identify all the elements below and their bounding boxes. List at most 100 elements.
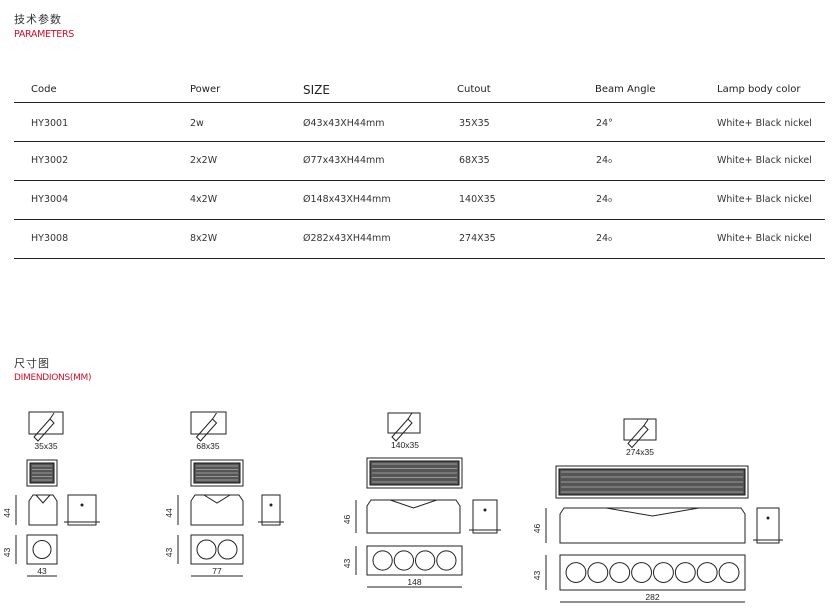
cell-code: HY3004 (31, 194, 69, 205)
height-label: 44 (2, 508, 12, 518)
side-view-screw (269, 503, 273, 507)
top-view-frame (555, 465, 749, 499)
cutout-label: 68x35 (196, 441, 219, 451)
cell-beam-angle: 24° (596, 118, 613, 129)
front-view (366, 499, 461, 534)
header-beam-angle: Beam Angle (595, 84, 656, 95)
bottom-view (366, 545, 463, 576)
depth-label: 43 (164, 548, 174, 558)
width-label: 148 (407, 577, 421, 587)
cell-power: 4x2W (190, 194, 218, 205)
cell-power: 2w (190, 118, 204, 129)
width-label: 77 (212, 566, 222, 576)
cutout-outline (28, 411, 64, 435)
header-size: SIZE (303, 83, 330, 97)
cutout-outline (190, 411, 227, 435)
bottom-view (559, 554, 746, 591)
parameters-title-en: PARAMETERS (14, 29, 74, 40)
lamp-lens (32, 540, 52, 559)
lamp-lens (631, 562, 652, 583)
dimensions-title-en: DIMENDIONS(MM) (14, 373, 92, 383)
height-label: 46 (342, 515, 352, 525)
lamp-lens (217, 539, 238, 560)
table-divider (14, 141, 825, 143)
cell-cutout: 35X35 (459, 118, 490, 129)
cell-code: HY3002 (31, 155, 69, 166)
lamp-lens (436, 550, 457, 571)
cell-lamp-body-color: White+ Black nickel (717, 194, 812, 205)
width-label: 43 (37, 566, 47, 576)
front-view (559, 507, 746, 544)
table-divider (14, 258, 825, 260)
cell-size: Ø77x43XH44mm (303, 155, 385, 166)
cell-beam-angle: 24₀ (596, 194, 612, 205)
cell-size: Ø282x43XH44mm (303, 233, 391, 244)
mounting-clip-icon (391, 412, 413, 442)
side-view-screw (80, 503, 84, 507)
cell-lamp-body-color: White+ Black nickel (717, 233, 812, 244)
cell-lamp-body-color: White+ Black nickel (717, 118, 812, 129)
parameters-title-cn: 技术参数 (14, 13, 62, 26)
mounting-clip-icon (33, 412, 55, 442)
bottom-view (26, 534, 58, 565)
height-label: 44 (164, 508, 174, 518)
cutout-label: 274x35 (626, 447, 654, 457)
side-view (261, 494, 281, 526)
width-label: 282 (645, 592, 659, 602)
depth-label: 43 (2, 548, 12, 558)
lamp-lens (587, 562, 609, 583)
table-divider (14, 180, 825, 182)
lamp-lens (609, 562, 631, 583)
front-view-notch (606, 507, 699, 517)
depth-label: 43 (342, 559, 352, 569)
header-cutout: Cutout (457, 84, 491, 95)
lamp-lens (696, 562, 718, 583)
side-view-screw (766, 516, 770, 520)
side-view (472, 499, 498, 534)
top-view-frame (366, 457, 463, 489)
table-divider (14, 102, 825, 104)
lamp-lens (196, 539, 217, 560)
front-view-notch (35, 494, 51, 504)
header-lamp-body-color: Lamp body color (717, 84, 801, 95)
lamp-lens (393, 550, 414, 571)
cell-cutout: 140X35 (459, 194, 496, 205)
cell-lamp-body-color: White+ Black nickel (717, 155, 812, 166)
top-view-frame (26, 459, 58, 487)
lamp-lens (653, 562, 674, 583)
cell-code: HY3001 (31, 118, 69, 129)
cell-size: Ø148x43XH44mm (303, 194, 391, 205)
front-view (190, 494, 244, 526)
cutout-label: 140x35 (391, 440, 419, 450)
cell-power: 8x2W (190, 233, 218, 244)
dimensions-title-cn: 尺寸图 (14, 357, 50, 370)
side-view (756, 507, 780, 544)
cell-beam-angle: 24₀ (596, 155, 612, 166)
height-label: 46 (532, 524, 542, 534)
lamp-lens (372, 550, 393, 571)
lamp-lens (565, 562, 587, 583)
top-view-frame (190, 459, 244, 487)
side-view-screw (483, 508, 487, 512)
cutout-outline (623, 418, 657, 441)
cell-code: HY3008 (31, 233, 69, 244)
mounting-clip-icon (195, 412, 218, 442)
header-power: Power (190, 84, 221, 95)
side-view (67, 494, 97, 526)
lamp-lens (674, 562, 696, 583)
front-view (28, 494, 58, 526)
header-code: Code (31, 84, 57, 95)
front-view-notch (390, 499, 437, 509)
lamp-lens (718, 562, 740, 583)
depth-label: 43 (532, 571, 542, 581)
cutout-outline (387, 412, 421, 434)
cell-power: 2x2W (190, 155, 218, 166)
table-divider (14, 219, 825, 221)
front-view-notch (203, 494, 231, 504)
cell-beam-angle: 24₀ (596, 233, 612, 244)
lamp-lens (415, 550, 436, 571)
cutout-label: 35x35 (34, 441, 57, 451)
cell-size: Ø43x43XH44mm (303, 118, 385, 129)
cell-cutout: 274X35 (459, 233, 496, 244)
